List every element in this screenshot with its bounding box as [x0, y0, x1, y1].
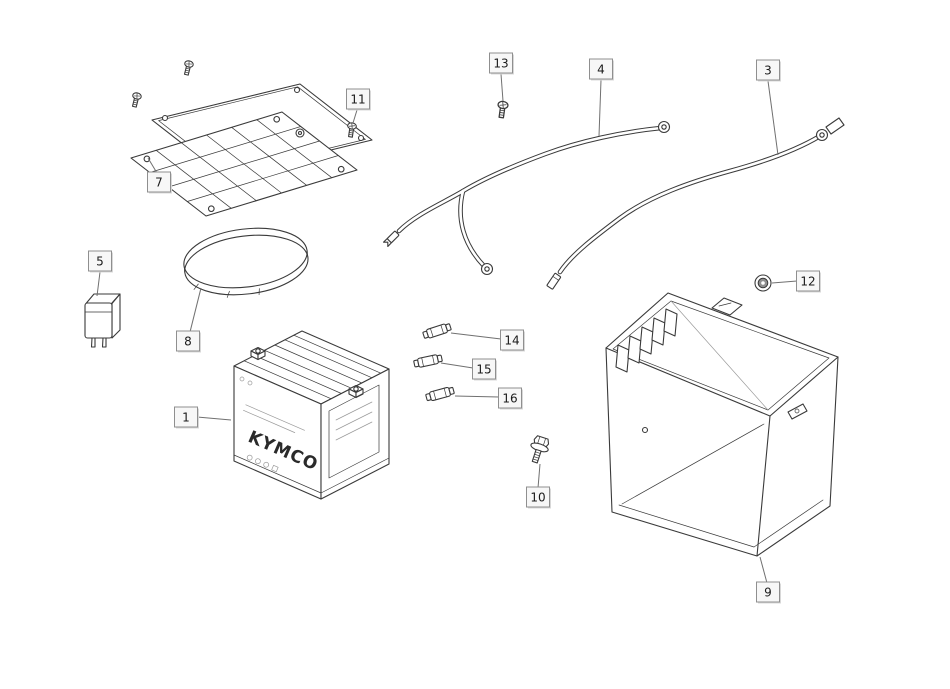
part-label-13-text: 13 — [493, 57, 508, 71]
part-label-9[interactable]: 9 — [756, 556, 782, 604]
part-label-5-box[interactable] — [88, 250, 112, 272]
cable-4 — [383, 120, 671, 276]
part-label-4-box[interactable] — [589, 58, 613, 80]
leader-line — [440, 362, 474, 369]
box-slot — [627, 335, 642, 364]
part-label-15[interactable]: 15 — [440, 358, 497, 381]
battery-label-fineprint — [243, 404, 305, 433]
part-label-15-text: 15 — [476, 363, 491, 377]
leader-line — [196, 416, 232, 421]
part-label-14-text: 14 — [504, 334, 519, 348]
part-label-10-box[interactable] — [526, 486, 550, 508]
part-label-8-box[interactable] — [176, 330, 200, 352]
part-label-16[interactable]: 16 — [454, 387, 523, 410]
leader-line — [454, 395, 500, 398]
part-label-5-text: 5 — [96, 255, 104, 269]
battery-warning-icons — [246, 454, 279, 473]
cover-screw-icon — [129, 91, 143, 109]
part-label-1[interactable]: 1 — [174, 406, 232, 429]
cable-3-bracket — [825, 117, 845, 135]
battery-terminal — [250, 346, 266, 361]
part-label-11-box[interactable] — [346, 88, 370, 110]
leader-line — [450, 332, 502, 340]
leader-line — [189, 287, 202, 333]
cover-screw-icon — [181, 59, 195, 77]
fuse-15-icon — [412, 353, 444, 369]
leader-line — [771, 280, 798, 284]
flasher-relay — [84, 293, 121, 348]
box-slot — [663, 308, 678, 337]
relay-pin — [90, 337, 96, 348]
box-slot — [651, 317, 666, 346]
nut-12 — [754, 274, 772, 292]
cover-screw-11-icon — [345, 121, 358, 139]
part-label-16-box[interactable] — [498, 387, 522, 409]
fuse-16-icon — [424, 385, 456, 403]
battery-box-body — [605, 292, 839, 557]
relay-pin — [101, 337, 107, 348]
part-label-13-box[interactable] — [489, 52, 513, 74]
part-label-8-text: 8 — [184, 335, 192, 349]
ring-terminal-icon — [815, 128, 829, 142]
retaining-band — [183, 227, 309, 298]
part-label-7-box[interactable] — [147, 171, 171, 193]
part-label-11-text: 11 — [350, 93, 365, 107]
part-label-15-box[interactable] — [472, 358, 496, 380]
part-label-12[interactable]: 12 — [771, 270, 821, 293]
leader-line — [147, 157, 158, 174]
part-label-4-text: 4 — [597, 63, 605, 77]
part-label-11[interactable]: 11 — [346, 88, 372, 124]
part-label-1-box[interactable] — [174, 406, 198, 428]
box-slot — [639, 326, 654, 355]
leader-line — [500, 73, 504, 102]
battery-cover-group — [129, 59, 373, 217]
leader-line — [537, 463, 541, 489]
part-label-3-text: 3 — [764, 64, 772, 78]
part-label-9-box[interactable] — [756, 581, 780, 603]
box-rim-tab — [711, 297, 743, 316]
part-label-9-text: 9 — [764, 586, 772, 600]
part-label-14[interactable]: 14 — [450, 329, 525, 352]
part-label-4[interactable]: 4 — [589, 58, 615, 137]
cable-4-spade-terminal — [383, 230, 400, 247]
screw-13-icon — [495, 100, 510, 119]
box-slot — [615, 344, 630, 373]
leader-line — [352, 109, 358, 124]
part-label-13[interactable]: 13 — [489, 52, 515, 102]
leader-line — [759, 556, 768, 584]
cable-3-terminal — [546, 272, 562, 290]
ring-terminal-icon — [657, 120, 671, 134]
part-label-12-box[interactable] — [796, 270, 820, 292]
part-label-14-box[interactable] — [500, 329, 524, 351]
part-label-16-text: 16 — [502, 392, 517, 406]
part-label-10[interactable]: 10 — [526, 463, 552, 509]
leader-line — [96, 271, 101, 297]
fuse-14-icon — [421, 321, 453, 341]
ring-terminal-icon — [480, 262, 494, 276]
leader-line — [767, 80, 779, 156]
part-label-12-text: 12 — [800, 275, 815, 289]
battery-spec-panel — [328, 384, 380, 479]
battery-box — [605, 292, 839, 557]
part-label-3[interactable]: 3 — [756, 59, 782, 156]
leader-line — [598, 79, 602, 137]
bolt-10 — [530, 435, 550, 464]
part-label-5[interactable]: 5 — [88, 250, 114, 297]
battery: KYMCO — [233, 330, 390, 500]
cable-3 — [546, 117, 845, 290]
battery-terminal — [348, 384, 364, 399]
part-label-1-text: 1 — [182, 411, 190, 425]
box-side-tab — [787, 403, 808, 420]
part-label-3-box[interactable] — [756, 59, 780, 81]
part-label-7[interactable]: 7 — [147, 157, 173, 194]
part-label-7-text: 7 — [155, 176, 163, 190]
part-label-8[interactable]: 8 — [176, 287, 202, 353]
part-label-10-text: 10 — [530, 491, 545, 505]
